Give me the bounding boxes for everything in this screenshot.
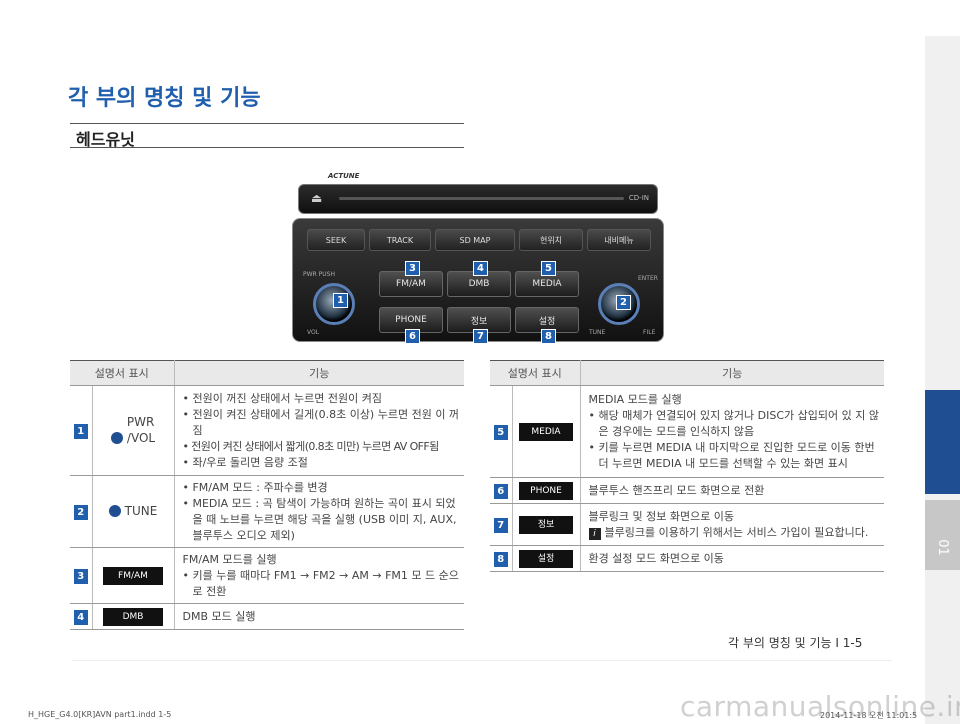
row-number: 7 (493, 517, 508, 533)
cd-slot-bar: ⏏ CD-IN (298, 184, 658, 214)
pwr-label: PWR PUSH (303, 271, 335, 278)
eject-icon: ⏏ (311, 191, 323, 205)
desc-line: • 전원이 켜진 상태에서 길게(0.8초 이상) 누르면 전원 이 꺼짐 (182, 407, 460, 437)
callout-badge-4: 4 (473, 261, 488, 276)
table-row: 3 FM/AM FM/AM 모드를 실행 • 키를 누를 때마다 FM1 → F… (70, 547, 464, 604)
control-panel: SEEK TRACK SD MAP 현위치 내비메뉴 FM/AM DMB MED… (292, 218, 664, 344)
control-label: TUNE (124, 504, 158, 518)
brand-logo: ACTUNE (328, 172, 360, 180)
desc-line: • FM/AM 모드 : 주파수를 변경 (182, 480, 328, 494)
col-header-display: 설명서 표시 (490, 360, 581, 386)
desc-line: DMB 모드 실행 (182, 609, 256, 623)
knob-icon (110, 432, 123, 444)
settings-button: 설정 (515, 307, 579, 333)
desc-line: 블루투스 핸즈프리 모드 화면으로 전환 (588, 483, 765, 497)
tune-knob (598, 283, 640, 325)
table-row: 4 DMB DMB 모드 실행 (70, 603, 464, 630)
desc-line: • 전원이 꺼진 상태에서 누르면 전원이 켜짐 (182, 391, 383, 405)
cd-slot (339, 197, 624, 200)
key-label: FM/AM (103, 566, 163, 585)
seek-button: SEEK (307, 229, 365, 251)
col-header-function: 기능 (580, 360, 884, 386)
print-slug-date: 2014-11-18 오전 11:01:5 (820, 711, 918, 720)
callout-badge-6: 6 (405, 329, 420, 344)
row-number: 2 (73, 504, 88, 520)
sd-map-button: SD MAP (435, 229, 515, 251)
key-label: 설정 (519, 549, 573, 568)
function-table-left: 설명서 표시 기능 1 PWR /VOL • 전원이 꺼진 상태에서 누르면 전… (70, 360, 464, 630)
desc-line: • 키를 누르면 MEDIA 내 마지막으로 진입한 모드로 이동 한번 더 누… (588, 440, 875, 470)
page-footer: 각 부의 명칭 및 기능 I 1-5 (728, 636, 863, 650)
phone-button: PHONE (379, 307, 443, 333)
cd-in-label: CD-IN (628, 194, 649, 202)
desc-line: • 키를 누를 때마다 FM1 → FM2 → AM → FM1 모 드 순으로… (182, 568, 459, 598)
location-button: 현위치 (519, 229, 583, 251)
enter-label: ENTER (638, 275, 658, 282)
desc-line: • 해당 매체가 연결되어 있지 않거나 DISC가 삽입되어 있 지 않은 경… (588, 408, 879, 438)
chapter-tab (925, 500, 960, 570)
section-title: 헤드유닛 (76, 130, 135, 149)
divider (72, 660, 892, 661)
print-slug-file: H_HGE_G4.0[KR]AVN part1.indd 1-5 (28, 710, 172, 719)
key-label: DMB (103, 607, 163, 626)
info-icon: i (588, 527, 601, 540)
col-header-function: 기능 (174, 360, 464, 386)
function-table-right: 설명서 표시 기능 5 MEDIA MEDIA 모드를 실행 • 해당 매체가 … (490, 360, 884, 572)
head-unit-illustration: ACTUNE ⏏ CD-IN SEEK TRACK SD MAP 현위치 내비메… (292, 172, 664, 344)
row-number: 6 (493, 483, 508, 499)
row-number: 8 (493, 551, 508, 567)
row-number: 5 (493, 424, 508, 440)
control-label: PWR /VOL (126, 415, 156, 445)
desc-line: 블루링크 및 정보 화면으로 이동 (588, 509, 735, 523)
key-label: 정보 (519, 515, 573, 534)
table-row: 1 PWR /VOL • 전원이 꺼진 상태에서 누르면 전원이 켜짐 • 전원… (70, 385, 464, 476)
vol-label: VOL (307, 329, 320, 336)
desc-line: • MEDIA 모드 : 곡 탐색이 가능하며 원하는 곡이 표시 되었을 때 … (182, 496, 457, 542)
table-row: 8 설정 환경 설정 모드 화면으로 이동 (490, 545, 884, 572)
key-label: PHONE (519, 481, 573, 500)
row-number: 3 (73, 568, 88, 584)
table-row: 6 PHONE 블루투스 핸즈프리 모드 화면으로 전환 (490, 477, 884, 504)
desc-line: MEDIA 모드를 실행 (588, 392, 682, 406)
desc-line: 블루링크를 이용하기 위해서는 서비스 가입이 필요합니다. (604, 525, 869, 539)
knob-icon (108, 505, 121, 517)
chapter-number: 01 (935, 539, 950, 556)
side-tab-strip (925, 36, 960, 724)
page-heading: 각 부의 명칭 및 기능 (68, 86, 261, 111)
divider (70, 147, 464, 148)
track-button: TRACK (369, 229, 431, 251)
navi-menu-button: 내비메뉴 (587, 229, 651, 251)
desc-line: • 좌/우로 돌리면 음량 조절 (182, 455, 308, 469)
callout-badge-1: 1 (333, 293, 348, 308)
callout-badge-7: 7 (473, 329, 488, 344)
row-number: 4 (73, 609, 88, 625)
chapter-tab-active (925, 390, 960, 494)
table-row: 2 TUNE • FM/AM 모드 : 주파수를 변경 • MEDIA 모드 :… (70, 475, 464, 548)
col-header-display: 설명서 표시 (70, 360, 175, 386)
desc-line: • 전원이 켜진 상태에서 짧게(0.8초 미만) 누르면 AV OFF됨 (182, 439, 440, 453)
key-label: MEDIA (519, 422, 573, 441)
desc-line: FM/AM 모드를 실행 (182, 552, 277, 566)
divider (70, 123, 464, 124)
callout-badge-8: 8 (541, 329, 556, 344)
table-row: 5 MEDIA MEDIA 모드를 실행 • 해당 매체가 연결되어 있지 않거… (490, 385, 884, 478)
desc-line: 환경 설정 모드 화면으로 이동 (588, 551, 724, 565)
pwr-vol-knob (313, 283, 355, 325)
info-button: 정보 (447, 307, 511, 333)
tune-label: TUNE (589, 329, 606, 336)
row-number: 1 (73, 423, 88, 439)
callout-badge-5: 5 (541, 261, 556, 276)
callout-badge-2: 2 (616, 295, 631, 310)
callout-badge-3: 3 (405, 261, 420, 276)
watermark: carmanualsonline.info (680, 690, 960, 723)
file-label: FILE (643, 329, 656, 336)
media-button: MEDIA (515, 271, 579, 297)
